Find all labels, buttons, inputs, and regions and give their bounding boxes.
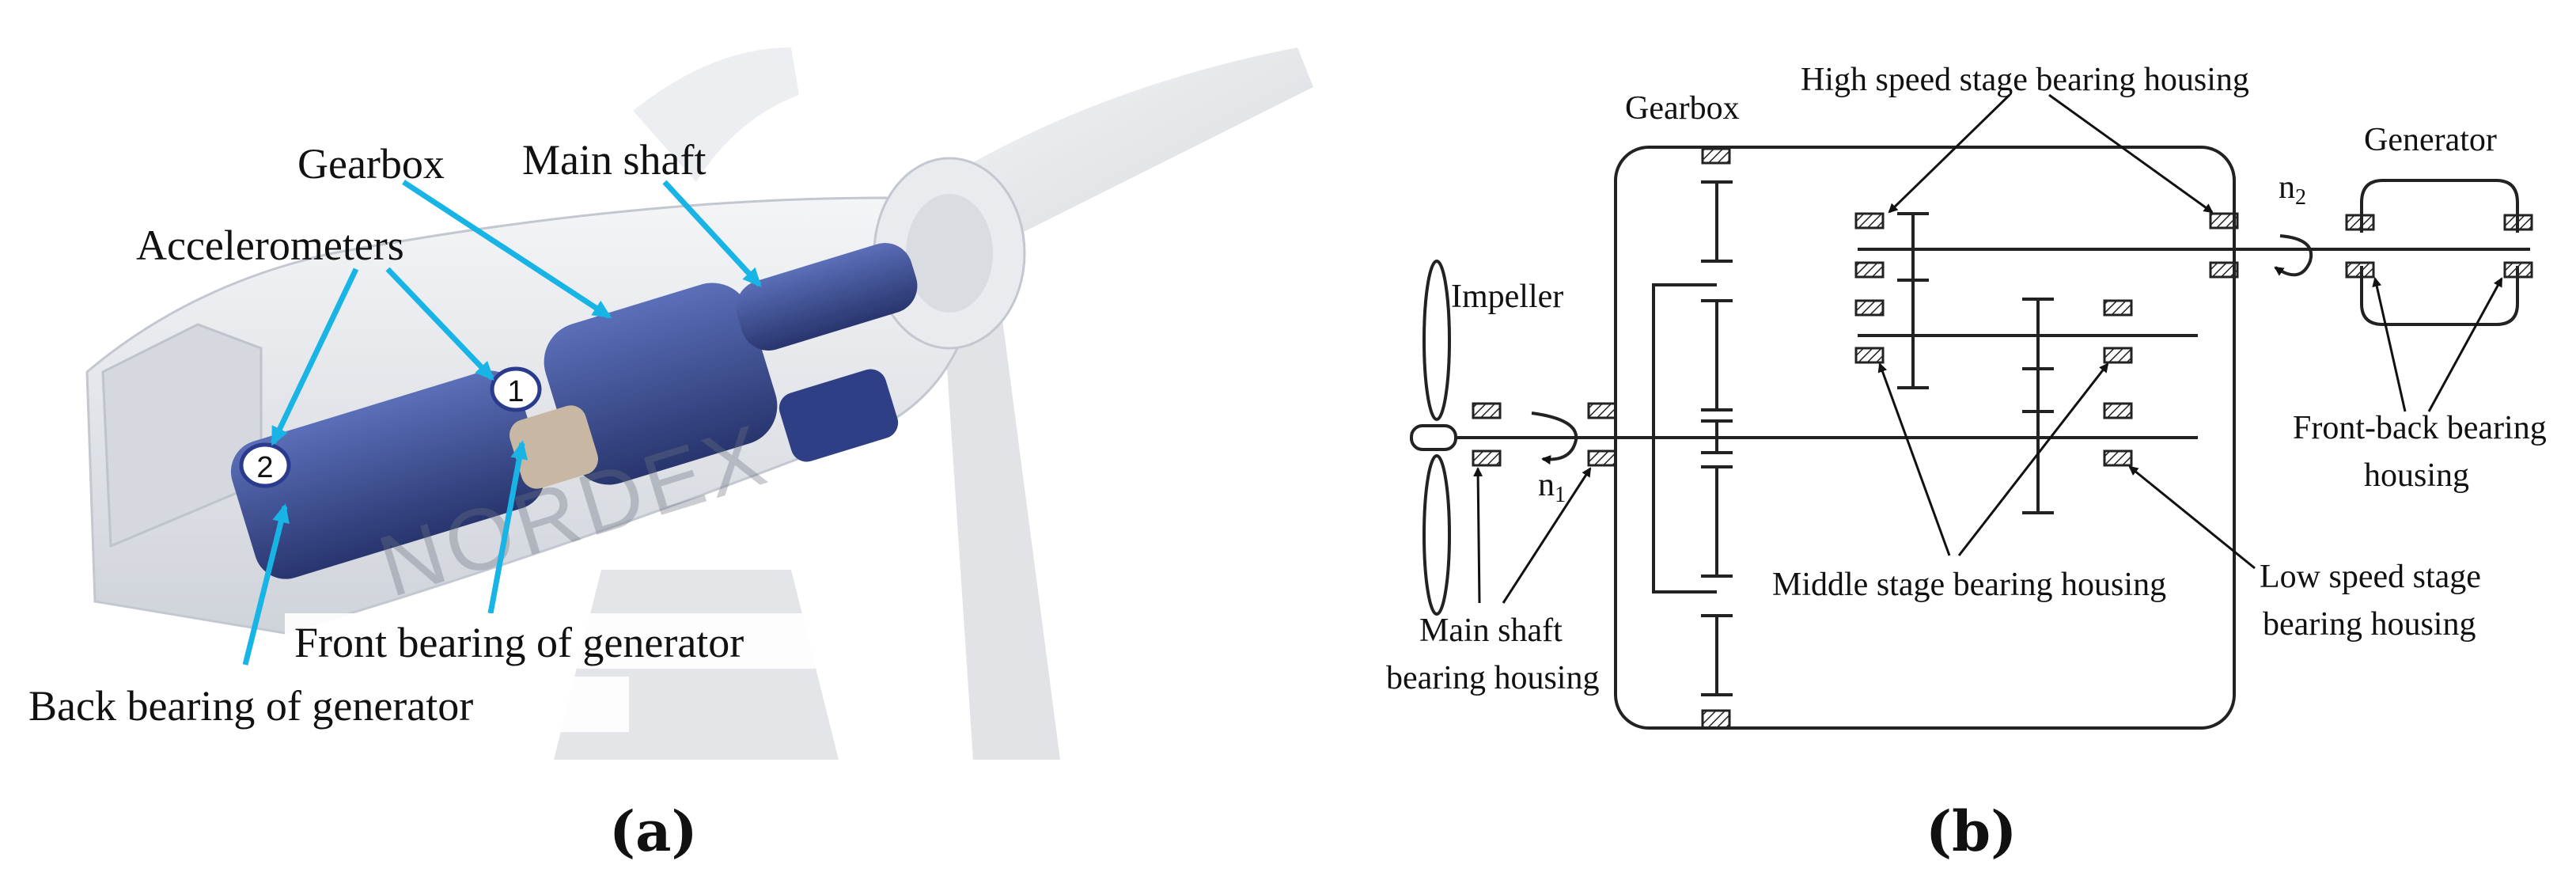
label-impeller: Impeller: [1451, 279, 1563, 315]
caption-a: (a): [609, 798, 698, 864]
generator-bearing-back-top: [2503, 214, 2533, 231]
generator-shape: [230, 370, 545, 579]
generator-housing-top: [2360, 179, 2519, 233]
bearing-housing-top: [1701, 147, 1731, 165]
main-shaft-bearing-gearbox-top: [1587, 402, 1617, 419]
label-gearbox-b: Gearbox: [1625, 90, 1740, 127]
back-bearing-label-bg: [20, 677, 629, 732]
high-speed-bearing-left-bottom: [1854, 261, 1885, 279]
label-n2: n2: [2279, 169, 2306, 210]
main-shaft-bearing-impeller-top: [1472, 402, 1502, 419]
generator-bearing-front-top: [2345, 214, 2375, 231]
arrow-middle-right: [1957, 362, 2109, 556]
arrow-high-speed-left: [1888, 93, 2011, 214]
middle-bearing-right-top: [2103, 299, 2133, 317]
label-gearbox: Gearbox: [297, 140, 445, 188]
main-shaft-bearing-gearbox-bottom: [1587, 449, 1617, 467]
blade-back: [633, 47, 799, 182]
middle-bearing-left-bottom: [1854, 347, 1885, 364]
svg-text:2: 2: [256, 451, 273, 484]
arrow-main-shaft-right: [1502, 467, 1592, 604]
hub-inner: [906, 194, 993, 313]
high-speed-bearing-right-top: [2209, 212, 2239, 229]
callout-arrow-gearbox: [402, 180, 612, 319]
generator-housing-bottom: [2360, 266, 2519, 326]
arrow-high-speed-right: [2048, 93, 2214, 214]
label-front-back-line2: housing: [2364, 457, 2469, 494]
main-shaft-bearing-impeller-bottom: [1472, 449, 1502, 467]
label-main-shaft-line2: bearing housing: [1386, 660, 1599, 696]
svg-text:1: 1: [507, 375, 524, 408]
label-generator: Generator: [2364, 122, 2497, 158]
label-low-speed-line2: bearing housing: [2263, 606, 2476, 643]
gearbox-shape: [544, 283, 778, 485]
arrow-generator-left: [2372, 277, 2407, 412]
front-bearing-label-bg: [285, 613, 886, 669]
label-back-bearing: Back bearing of generator: [28, 682, 473, 730]
label-n1: n1: [1538, 467, 1566, 507]
label-high-speed: High speed stage bearing housing: [1801, 62, 2249, 98]
label-low-speed-line1: Low speed stage: [2260, 559, 2481, 595]
middle-bearing-left-top: [1854, 299, 1885, 317]
label-main-shaft-line1: Main shaft: [1419, 612, 1563, 649]
marker-2: 2: [239, 442, 291, 488]
planet-carrier-frame: [1652, 283, 1717, 594]
caption-b: (b): [1926, 798, 2017, 864]
rear-cooler-shape: [101, 323, 263, 548]
arrow-middle-left: [1877, 362, 1951, 556]
label-accelerometers: Accelerometers: [136, 222, 404, 269]
marker-1: 1: [490, 366, 542, 412]
label-front-bearing: Front bearing of generator: [294, 619, 744, 666]
callout-arrow-accel-1: [385, 267, 494, 381]
generator-bearing-front-bottom: [2345, 261, 2375, 279]
bearing-housing-bottom: [1701, 709, 1731, 730]
label-main-shaft: Main shaft: [522, 136, 706, 184]
main-bearing-shape: [778, 369, 899, 462]
middle-bearing-right-bottom: [2103, 347, 2133, 364]
blade-upper: [926, 47, 1313, 253]
panel-b-gearbox-schematic: Gearbox High speed stage bearing housing…: [1386, 62, 2547, 864]
low-speed-bearing-right-top: [2103, 402, 2133, 419]
arrow-generator-right: [2427, 277, 2503, 412]
rotation-n1-symbol: [1531, 411, 1578, 465]
callout-arrow-front-bearing: [487, 440, 528, 614]
coupling-shape: [510, 405, 598, 489]
generator-bearing-back-bottom: [2503, 261, 2533, 279]
panel-a-turbine-illustration: NORDEX 1 2 Gearbox Main shaft Accelerome…: [20, 47, 1313, 864]
callout-arrow-back-bearing: [242, 503, 290, 666]
blade-lower: [941, 277, 1060, 760]
high-speed-bearing-right-bottom: [2209, 261, 2239, 279]
callout-arrow-accel-2: [270, 267, 359, 446]
main-shaft-shape: [736, 243, 918, 351]
low-speed-bearing-right-bottom: [2103, 449, 2133, 467]
label-front-back-line1: Front-back bearing: [2293, 410, 2547, 446]
arrow-low-speed: [2128, 465, 2256, 570]
rotation-n2-symbol: [2274, 234, 2313, 277]
high-speed-bearing-left-top: [1854, 212, 1885, 229]
callout-arrow-main-shaft: [662, 180, 762, 287]
impeller-symbol: [1410, 260, 1457, 616]
label-middle-stage: Middle stage bearing housing: [1772, 567, 2166, 603]
arrow-main-shaft-left: [1473, 467, 1483, 604]
